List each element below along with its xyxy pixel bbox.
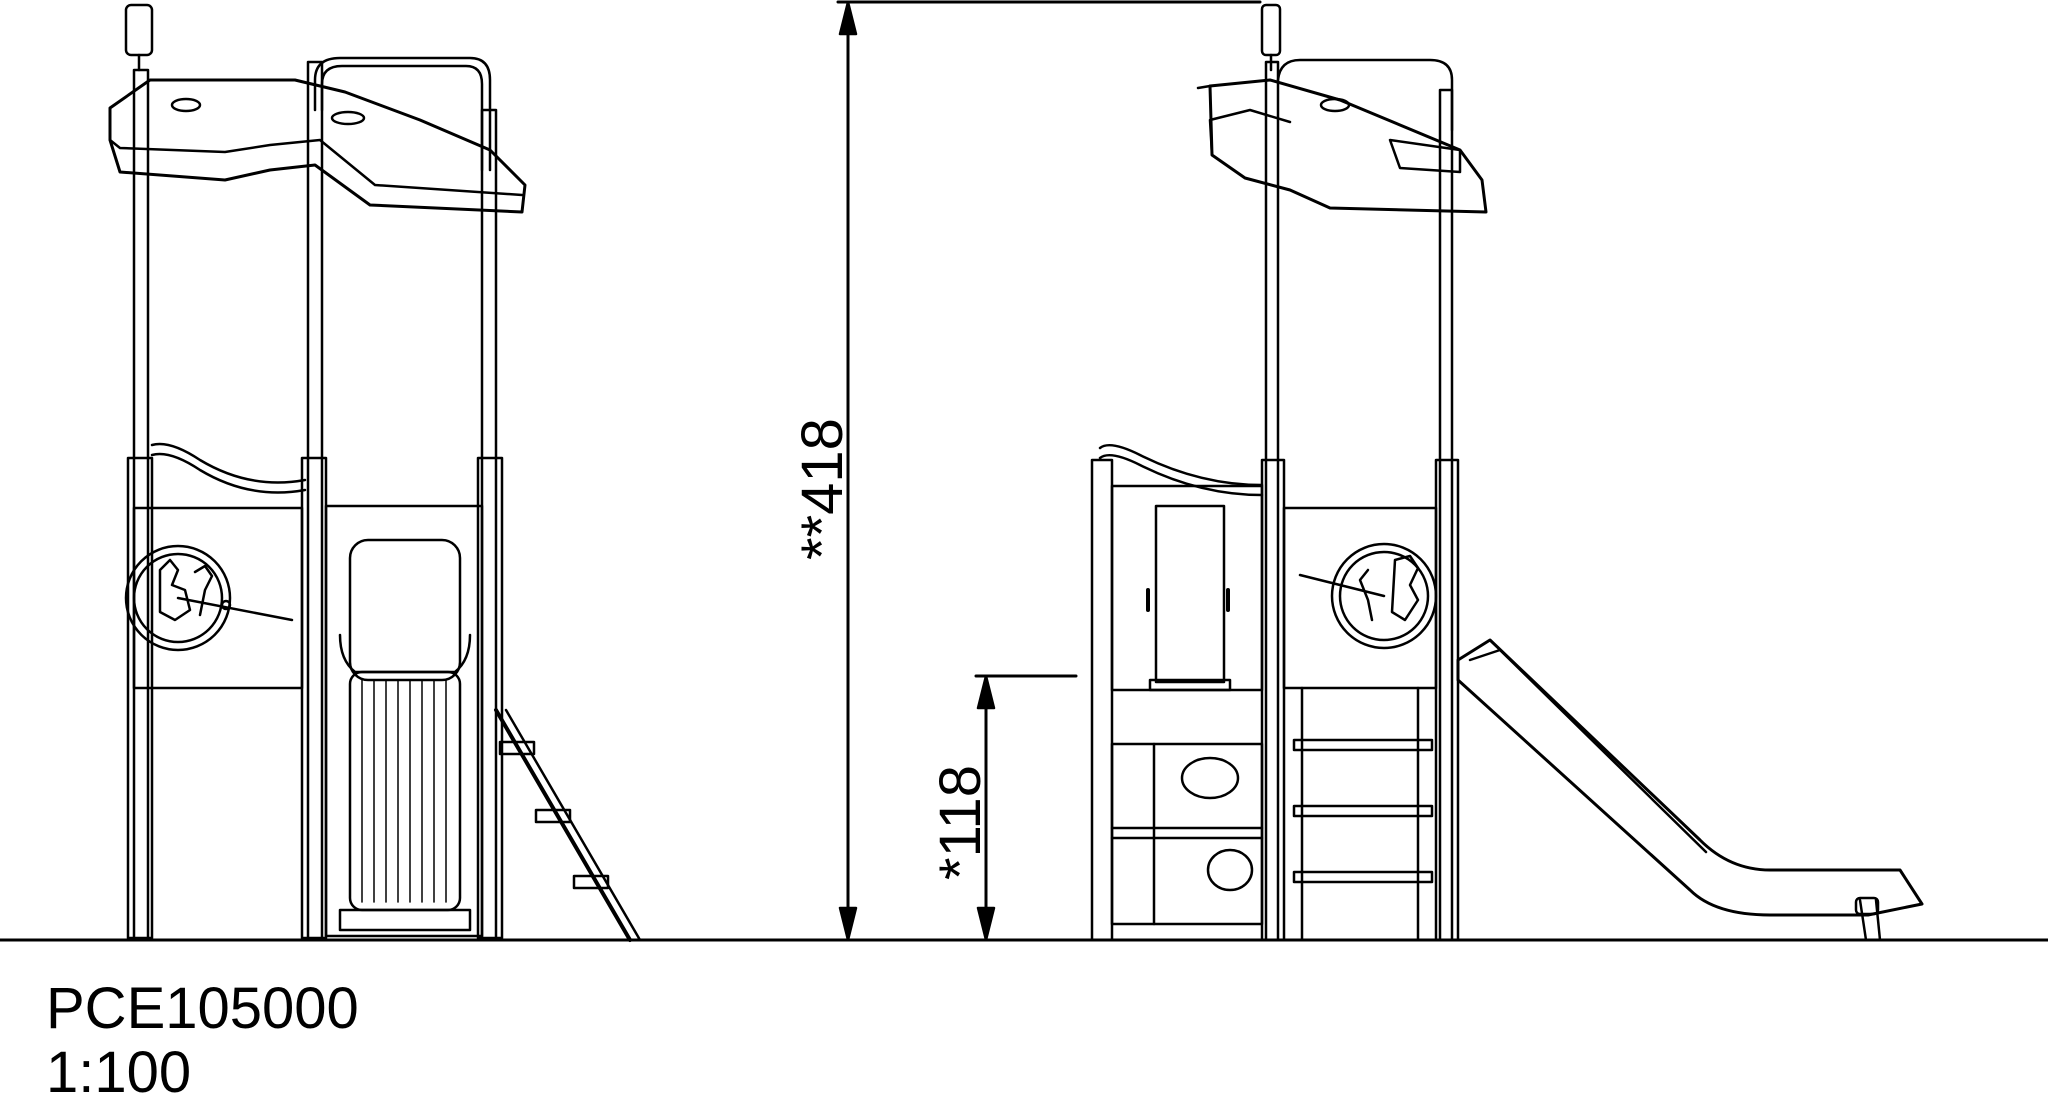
platform-height-dimension (974, 674, 1078, 942)
model-code: PCE105000 (46, 976, 359, 1041)
platform-height-label: *118 (928, 764, 993, 880)
total-height-label: **418 (790, 418, 855, 560)
side-elevation-view (1090, 3, 1924, 942)
scale-label: 1:100 (46, 1040, 192, 1105)
front-elevation-view (108, 3, 642, 942)
total-height-dimension (836, 0, 1262, 942)
